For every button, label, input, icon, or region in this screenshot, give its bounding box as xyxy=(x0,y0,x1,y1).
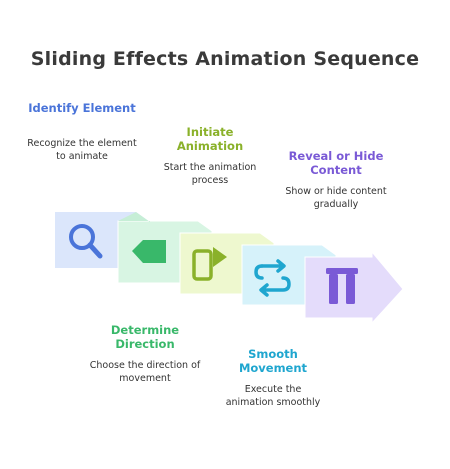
step-5-description: Show or hide content gradually xyxy=(285,186,387,210)
step-4-label: Smooth Movement xyxy=(238,347,308,375)
step-3-label: Initiate Animation xyxy=(176,125,244,153)
curtain-icon xyxy=(326,268,358,304)
magnifier-icon xyxy=(69,224,103,259)
step-2-description: Choose the direction of movement xyxy=(89,360,201,384)
step-5-panel xyxy=(304,250,404,325)
phone-play-icon xyxy=(192,247,227,281)
step-5-label: Reveal or Hide Content xyxy=(288,149,384,177)
step-2-label: Determine Direction xyxy=(110,323,180,351)
step-1-label: Identify Element xyxy=(28,101,136,115)
step-1-description: Recognize the element to animate xyxy=(27,138,137,162)
step-4-description: Execute the animation smoothly xyxy=(225,384,321,408)
diagram-title: Sliding Effects Animation Sequence xyxy=(30,48,420,70)
step-3-description: Start the animation process xyxy=(163,162,257,186)
swap-arrows-icon xyxy=(254,259,291,297)
arrow-left-tag-icon xyxy=(132,240,166,263)
